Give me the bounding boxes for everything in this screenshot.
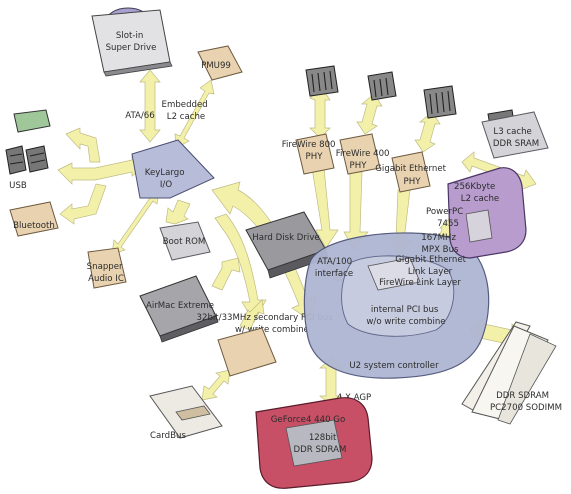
geforce-label: GeForce4 440 Go — [271, 415, 345, 425]
bootrom-label: Boot ROM — [163, 237, 206, 247]
fw400-connector-arrow — [356, 93, 383, 135]
secondary-pci-label: 32bit/33MHz secondary PCI bus w/ write c… — [197, 313, 336, 335]
powerpc-module — [447, 167, 527, 259]
mpx-label: 167MHz MPX Bus — [421, 233, 459, 255]
ata66-arrow — [139, 69, 161, 143]
usb-connectors — [5, 109, 51, 175]
internal-pci-label: internal PCI bus w/o write combine — [366, 305, 445, 327]
slot-in-label: Slot-in Super Drive — [106, 31, 157, 53]
u2-system-controller — [303, 232, 490, 379]
phy-u2-arrows — [311, 167, 339, 249]
l3-cache-chip — [481, 111, 549, 159]
l3-label: L3 cache DDR SRAM — [493, 127, 539, 149]
pmu-arrow — [174, 79, 215, 149]
gige-connector — [423, 85, 457, 119]
pmu99-label: PMU99 — [201, 61, 231, 71]
cardbus-label: CardBus — [150, 431, 186, 441]
hard-disk-label: Hard Disk Drive — [252, 233, 319, 243]
gige-link-label: Gigabit Ethernet Link Layer — [395, 255, 468, 277]
geforce-module — [255, 397, 373, 489]
gige-phy-label: Gigabit Ethernet PHY — [375, 164, 448, 187]
pmu99-chip — [197, 45, 243, 81]
usb-top-arrow — [65, 127, 101, 163]
fw400-label: FireWire 400 PHY — [336, 149, 393, 171]
sodimm-label: DDR SDRAM PC2700 SODIMM — [490, 391, 562, 413]
cardbus-controller-chip — [217, 327, 277, 377]
airmac-label: AirMac Extreme — [146, 301, 214, 311]
snapper-label: Snapper Audio IC — [87, 262, 126, 284]
gfx-card-arrow — [239, 299, 265, 331]
fw800-phy-chip — [295, 133, 335, 175]
bootrom-chip — [159, 221, 211, 261]
fw800-connector-arrow — [309, 87, 331, 139]
airmac-arrow — [211, 257, 241, 291]
fw400-phy-chip — [339, 133, 381, 175]
u2-label: U2 system controller — [349, 361, 439, 371]
snapper-arrow — [111, 189, 160, 255]
usb-label: USB — [9, 181, 27, 191]
fw400-connector — [367, 71, 397, 101]
ddr128-label: 128bit DDR SDRAM — [294, 433, 347, 455]
slot-in-drive — [91, 7, 173, 77]
fw-link-label: FireWire Link Layer — [379, 278, 461, 288]
l2-256k-label: 256Kbyte L2 cache — [454, 182, 499, 204]
bluetooth-label: Bluetooth — [13, 221, 55, 231]
cardbus-slot — [149, 385, 223, 439]
ata100-label: ATA/100 interface — [315, 257, 355, 279]
keylargo-label: KeyLargo I/O — [145, 168, 187, 190]
gige-phy-chip — [391, 151, 431, 193]
sodimm-slot — [461, 321, 557, 425]
snapper-chip — [87, 247, 127, 289]
fw800-label: FireWire 800 PHY — [282, 140, 339, 162]
bootrom-arrow — [165, 199, 191, 225]
ata66-label: ATA/66 — [125, 111, 155, 121]
gige-connector-arrow — [414, 111, 441, 153]
airmac-card — [139, 275, 219, 343]
agp-label: 4 X AGP — [337, 393, 371, 403]
bluetooth-chip — [9, 201, 59, 237]
fw800-connector — [305, 65, 339, 97]
embedded-l2-label: Embedded L2 cache — [162, 100, 211, 122]
powerpc-label: PowerPC 7455 — [426, 207, 466, 229]
bluetooth-arrow — [59, 183, 107, 225]
cardbus-arrow — [201, 369, 231, 401]
keylargo-chip — [131, 139, 215, 199]
